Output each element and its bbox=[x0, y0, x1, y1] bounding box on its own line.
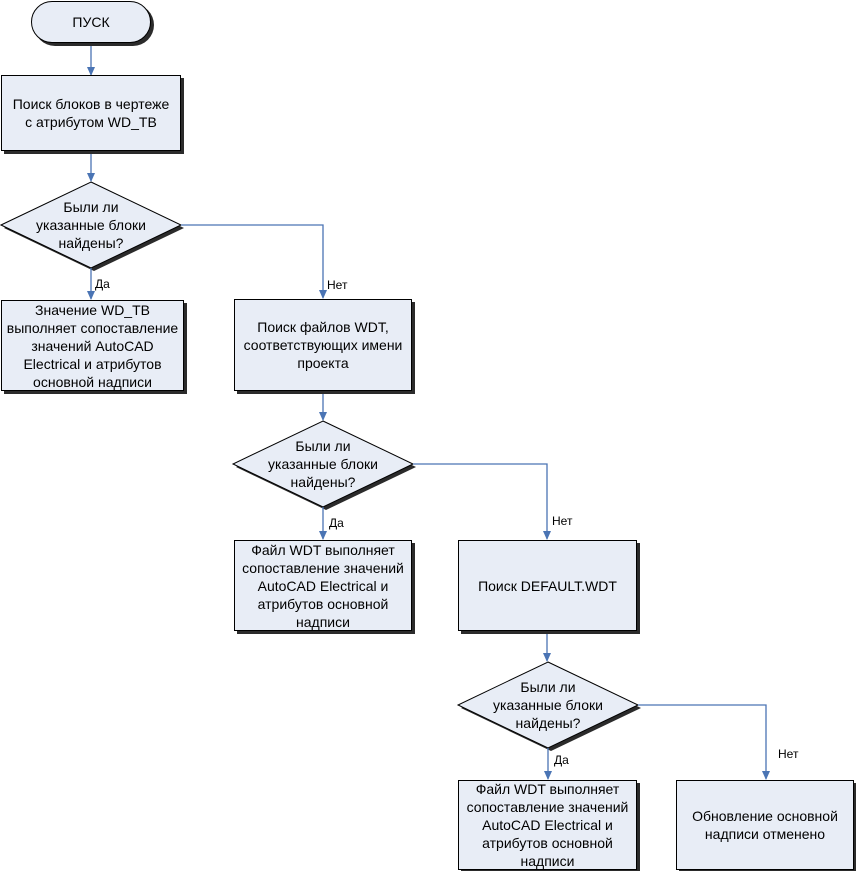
start-terminal: ПУСК bbox=[31, 1, 151, 43]
label-yes-2: Да bbox=[329, 516, 344, 530]
process-search-wdt: Поиск файлов WDT, соответствующих имени … bbox=[234, 299, 412, 391]
label-no-3: Нет bbox=[778, 747, 799, 761]
result-cancelled: Обновление основной надписи отменено bbox=[676, 780, 854, 870]
result-wdt-2: Файл WDT выполняет сопоставление значени… bbox=[458, 780, 637, 870]
connector-decision-3-no bbox=[638, 704, 770, 780]
label-no-2: Нет bbox=[552, 514, 573, 528]
result-wdt-1: Файл WDT выполняет сопоставление значени… bbox=[234, 540, 412, 631]
label-no-1: Нет bbox=[327, 278, 348, 292]
process-search-blocks: Поиск блоков в чертеже с атрибутом WD_TB bbox=[1, 75, 181, 151]
start-label: ПУСК bbox=[72, 14, 110, 30]
decision-2-text: Были ли указанные блоки найдены? bbox=[268, 438, 378, 490]
connector-decision-2-no bbox=[413, 463, 551, 540]
connector-decision-1-no bbox=[181, 224, 327, 299]
process-search-default-wdt: Поиск DEFAULT.WDT bbox=[458, 540, 637, 631]
decision-3-text: Были ли указанные блоки найдены? bbox=[493, 679, 603, 731]
decision-1-text: Были ли указанные блоки найдены? bbox=[36, 199, 146, 251]
result-wdtb: Значение WD_TB выполняет сопоставление з… bbox=[1, 300, 184, 391]
label-yes-3: Да bbox=[554, 753, 569, 767]
label-yes-1: Да bbox=[95, 277, 110, 291]
